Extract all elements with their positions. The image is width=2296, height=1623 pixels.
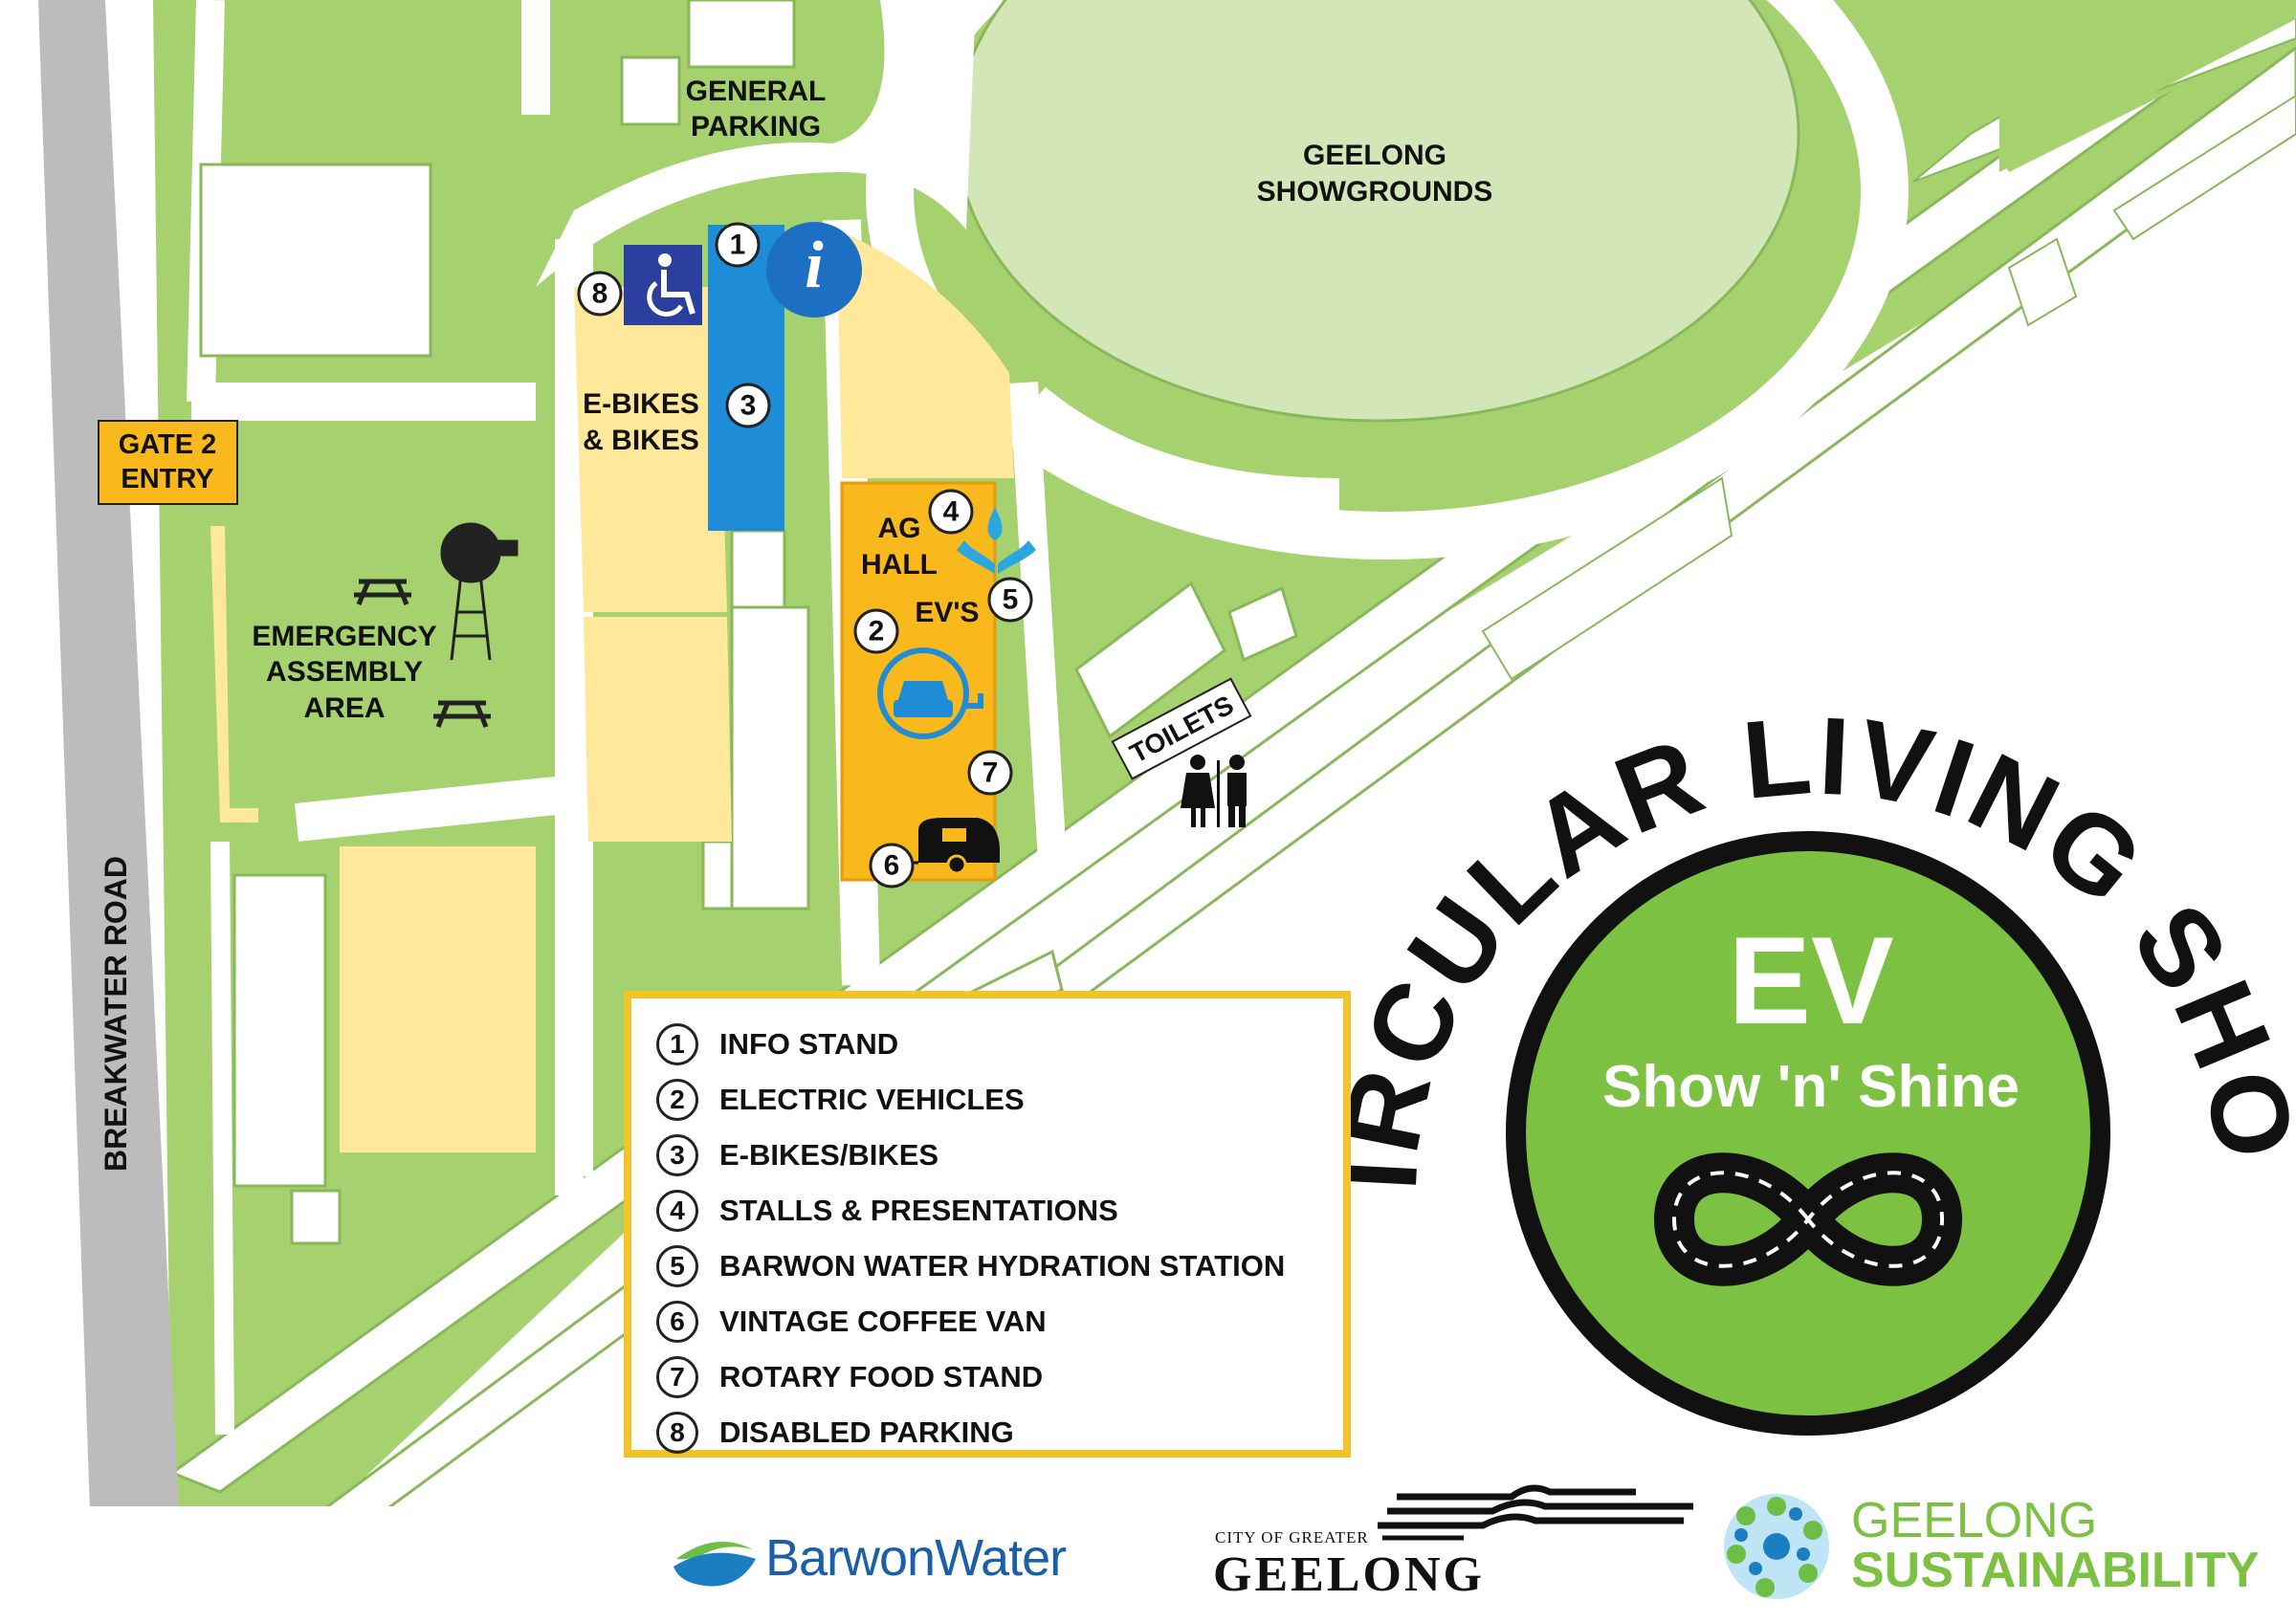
ag-hall-label: AG — [878, 513, 921, 544]
legend-item: 1 INFO STAND — [656, 1020, 898, 1069]
marker-6: 6 — [869, 843, 915, 888]
badge-subtitle: Show 'n' Shine — [1602, 1054, 2020, 1120]
sustainability-flower-icon — [1724, 1494, 1829, 1599]
sustainability-text-1: GEELONG — [1851, 1493, 2098, 1548]
showgrounds-label: SHOWGROUNDS — [1257, 176, 1493, 208]
svg-text:3: 3 — [740, 390, 757, 422]
legend-label: ELECTRIC VEHICLES — [719, 1083, 1025, 1116]
barwon-logo-text: BarwonWater — [765, 1529, 1067, 1587]
emergency-label: ASSEMBLY — [266, 656, 423, 688]
svg-text:8: 8 — [592, 278, 608, 310]
legend-item: 8 DISABLED PARKING — [656, 1408, 1014, 1458]
road-label: BREAKWATER ROAD — [99, 856, 133, 1172]
legend-label: VINTAGE COFFEE VAN — [719, 1305, 1047, 1338]
wheelchair-icon — [624, 245, 702, 325]
gate-2-sign — [98, 420, 238, 505]
svg-text:5: 5 — [1003, 584, 1019, 616]
showgrounds-label: GEELONG — [1303, 140, 1446, 171]
toilets-icon — [1181, 755, 1247, 827]
legend-item: 3 E-BIKES/BIKES — [656, 1130, 938, 1180]
svg-text:4: 4 — [943, 496, 960, 528]
marker-2: 2 — [853, 608, 899, 654]
coffee-van-icon — [904, 818, 1000, 875]
parking-field — [340, 846, 536, 1152]
evs-label: EV'S — [915, 597, 979, 628]
parking-field — [584, 617, 732, 842]
windmill-icon — [440, 522, 519, 661]
marker-1: 1 — [715, 222, 761, 268]
legend-number: 5 — [656, 1245, 698, 1287]
svg-text:7: 7 — [982, 757, 999, 789]
svg-text:2: 2 — [869, 616, 885, 647]
water-drop-icon — [957, 507, 1036, 574]
parking-field — [574, 287, 727, 612]
legend-label: DISABLED PARKING — [719, 1415, 1014, 1449]
badge-title: EV — [1728, 910, 1893, 1050]
emergency-label: AREA — [303, 692, 385, 724]
legend-label: STALLS & PRESENTATIONS — [719, 1194, 1118, 1227]
ev-charging-icon — [877, 647, 983, 739]
marker-8: 8 — [577, 271, 623, 317]
svg-text:i: i — [805, 229, 824, 302]
svg-text:6: 6 — [884, 850, 900, 882]
marker-5: 5 — [987, 577, 1033, 623]
legend-panel: 1 INFO STAND 2 ELECTRIC VEHICLES 3 E-BIK… — [624, 991, 1351, 1458]
legend-label: INFO STAND — [719, 1027, 899, 1061]
marker-7: 7 — [967, 750, 1013, 796]
marker-3: 3 — [725, 383, 771, 428]
gate-label: ENTRY — [121, 464, 213, 494]
ebikes-label: & BIKES — [583, 425, 699, 456]
emergency-label: EMERGENCY — [252, 621, 436, 652]
legend-item: 5 BARWON WATER HYDRATION STATION — [656, 1241, 1285, 1291]
sustainability-text-2: SUSTAINABILITY — [1851, 1543, 2260, 1598]
geelong-big-text: GEELONG — [1213, 1547, 1485, 1602]
general-parking-label: PARKING — [691, 111, 821, 143]
legend-number: 8 — [656, 1412, 698, 1454]
geelong-waves-icon — [1378, 1484, 1693, 1541]
legend-item: 4 STALLS & PRESENTATIONS — [656, 1186, 1118, 1236]
legend-item: 2 ELECTRIC VEHICLES — [656, 1075, 1025, 1125]
ag-hall-label: HALL — [861, 549, 938, 581]
legend-label: ROTARY FOOD STAND — [719, 1360, 1044, 1393]
picnic-table-icon — [354, 579, 411, 605]
ebikes-label: E-BIKES — [583, 388, 699, 420]
breakwater-road — [38, 0, 182, 1568]
badge-circle — [1526, 851, 2090, 1415]
gate-label: GATE 2 — [119, 429, 217, 460]
geelong-small-text: CITY OF GREATER — [1215, 1528, 1369, 1546]
info-icon: i — [766, 222, 862, 318]
marker-4: 4 — [928, 489, 974, 535]
legend-number: 4 — [656, 1190, 698, 1232]
legend-number: 3 — [656, 1134, 698, 1176]
svg-text:1: 1 — [730, 230, 746, 261]
legend-item: 6 VINTAGE COFFEE VAN — [656, 1297, 1047, 1347]
legend-number: 1 — [656, 1023, 698, 1065]
barwon-wave-icon — [673, 1542, 756, 1587]
legend-item: 7 ROTARY FOOD STAND — [656, 1352, 1043, 1402]
parking-field — [837, 230, 1014, 478]
legend-number: 2 — [656, 1079, 698, 1121]
legend-number: 6 — [656, 1301, 698, 1343]
building — [199, 163, 432, 358]
infinity-road-icon — [1653, 1152, 1963, 1286]
picnic-table-icon — [433, 700, 491, 728]
general-parking-label: GENERAL — [686, 76, 827, 107]
legend-label: E-BIKES/BIKES — [719, 1138, 939, 1172]
legend-label: BARWON WATER HYDRATION STATION — [719, 1249, 1286, 1283]
legend-number: 7 — [656, 1356, 698, 1398]
